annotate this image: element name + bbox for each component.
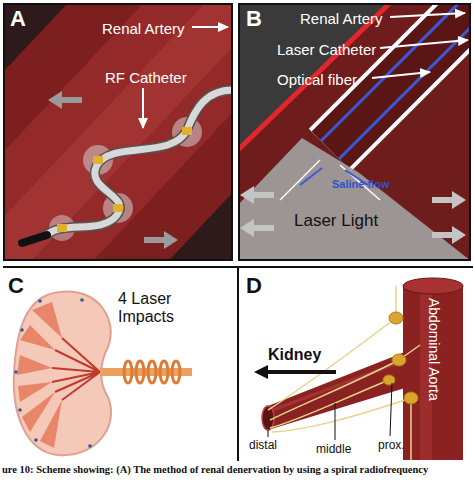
laser-impact-ring bbox=[148, 361, 156, 383]
electrode bbox=[57, 224, 67, 232]
impact-dot bbox=[38, 299, 42, 303]
leader-line bbox=[335, 403, 336, 440]
impact-dot bbox=[34, 438, 38, 442]
renal-vessels bbox=[52, 338, 100, 400]
leader-arrow bbox=[192, 26, 228, 28]
flow-arrow bbox=[432, 191, 466, 209]
laser-impact-ring bbox=[172, 361, 180, 383]
renal-pyramid bbox=[17, 355, 52, 375]
segment-label: distal bbox=[249, 439, 299, 452]
cone-edge bbox=[280, 160, 320, 200]
catheter-tip bbox=[22, 235, 47, 243]
panel-b-art bbox=[238, 3, 471, 261]
renal-pyramid bbox=[40, 400, 62, 448]
panel-d-art bbox=[262, 278, 463, 460]
leader-arrow bbox=[372, 72, 430, 78]
electrode bbox=[113, 204, 123, 212]
renal-nerves bbox=[268, 286, 420, 460]
aorta-top bbox=[403, 278, 463, 294]
rf-catheter bbox=[47, 90, 233, 235]
figure-panel: D Kidney Abdominal Aorta distal middle prox. bbox=[237, 266, 473, 461]
leader-line bbox=[390, 383, 392, 436]
flow-arrow bbox=[432, 226, 466, 244]
laser-impact-ring bbox=[124, 361, 132, 383]
panel-a-art bbox=[3, 3, 233, 261]
figure-panel: B Renal ArteryLaser CatheterOptical fiber… bbox=[238, 3, 471, 261]
part-label: Laser Light bbox=[294, 212, 414, 231]
part-label: Abdominal Aorta bbox=[426, 298, 441, 401]
flow-arrow bbox=[240, 186, 274, 204]
segment-label: middle bbox=[316, 443, 366, 456]
renal-pyramid bbox=[20, 325, 55, 350]
artery-lumen bbox=[3, 3, 233, 261]
flow-arrow bbox=[240, 219, 274, 237]
impact-dot bbox=[14, 370, 18, 374]
rf-catheter-outline bbox=[47, 90, 233, 235]
panel-letter: A bbox=[10, 7, 40, 31]
impact-dot bbox=[88, 444, 92, 448]
figure-caption: ure 10: Scheme showing: (A) The method o… bbox=[2, 464, 472, 476]
leader-line bbox=[268, 430, 269, 437]
ganglion bbox=[389, 312, 403, 324]
laser-light-cone bbox=[238, 138, 471, 261]
panel-letter: C bbox=[8, 274, 38, 298]
renal-artery bbox=[268, 352, 405, 430]
segment-label: prox. bbox=[378, 439, 428, 452]
artery-wall bbox=[3, 3, 233, 261]
leader-arrow bbox=[142, 88, 144, 128]
kidney bbox=[14, 292, 111, 456]
part-label: Optical fiber bbox=[277, 72, 377, 89]
flow-arrow bbox=[48, 91, 82, 109]
ganglion bbox=[383, 375, 395, 385]
panel-letter: D bbox=[246, 274, 276, 298]
panel-letter: B bbox=[246, 7, 276, 31]
optical-fiber bbox=[339, 9, 471, 159]
flow-arrow bbox=[144, 231, 178, 249]
electrode bbox=[182, 127, 192, 135]
part-label: 4 Laser Impacts bbox=[118, 290, 206, 325]
impact-dot bbox=[18, 408, 22, 412]
kidney-arrow bbox=[268, 370, 336, 374]
figure-panel: C 4 Laser Impacts bbox=[3, 266, 237, 461]
part-label: Renal Artery bbox=[300, 11, 395, 28]
part-label: Kidney bbox=[268, 346, 348, 364]
electrode bbox=[93, 156, 103, 164]
leader-arrow bbox=[380, 40, 468, 48]
artery-highlight bbox=[3, 3, 233, 261]
ganglion bbox=[392, 354, 406, 366]
laser-impact-ring bbox=[136, 361, 144, 383]
laser-impact-ring bbox=[160, 361, 168, 383]
aorta bbox=[403, 286, 463, 460]
renal-artery bbox=[100, 368, 192, 376]
impact-dot bbox=[20, 328, 24, 332]
part-label: Laser Catheter bbox=[277, 42, 387, 59]
flow-label: Saline flow bbox=[332, 178, 422, 190]
ganglion bbox=[404, 392, 418, 404]
figure-panel: A Renal Artery RF Catheter bbox=[3, 3, 233, 261]
impact-dot bbox=[80, 298, 84, 302]
saline-flow-line bbox=[300, 168, 322, 185]
leader-arrow bbox=[390, 13, 465, 17]
part-label: Renal Artery bbox=[102, 21, 202, 38]
part-label: RF Catheter bbox=[105, 70, 205, 87]
